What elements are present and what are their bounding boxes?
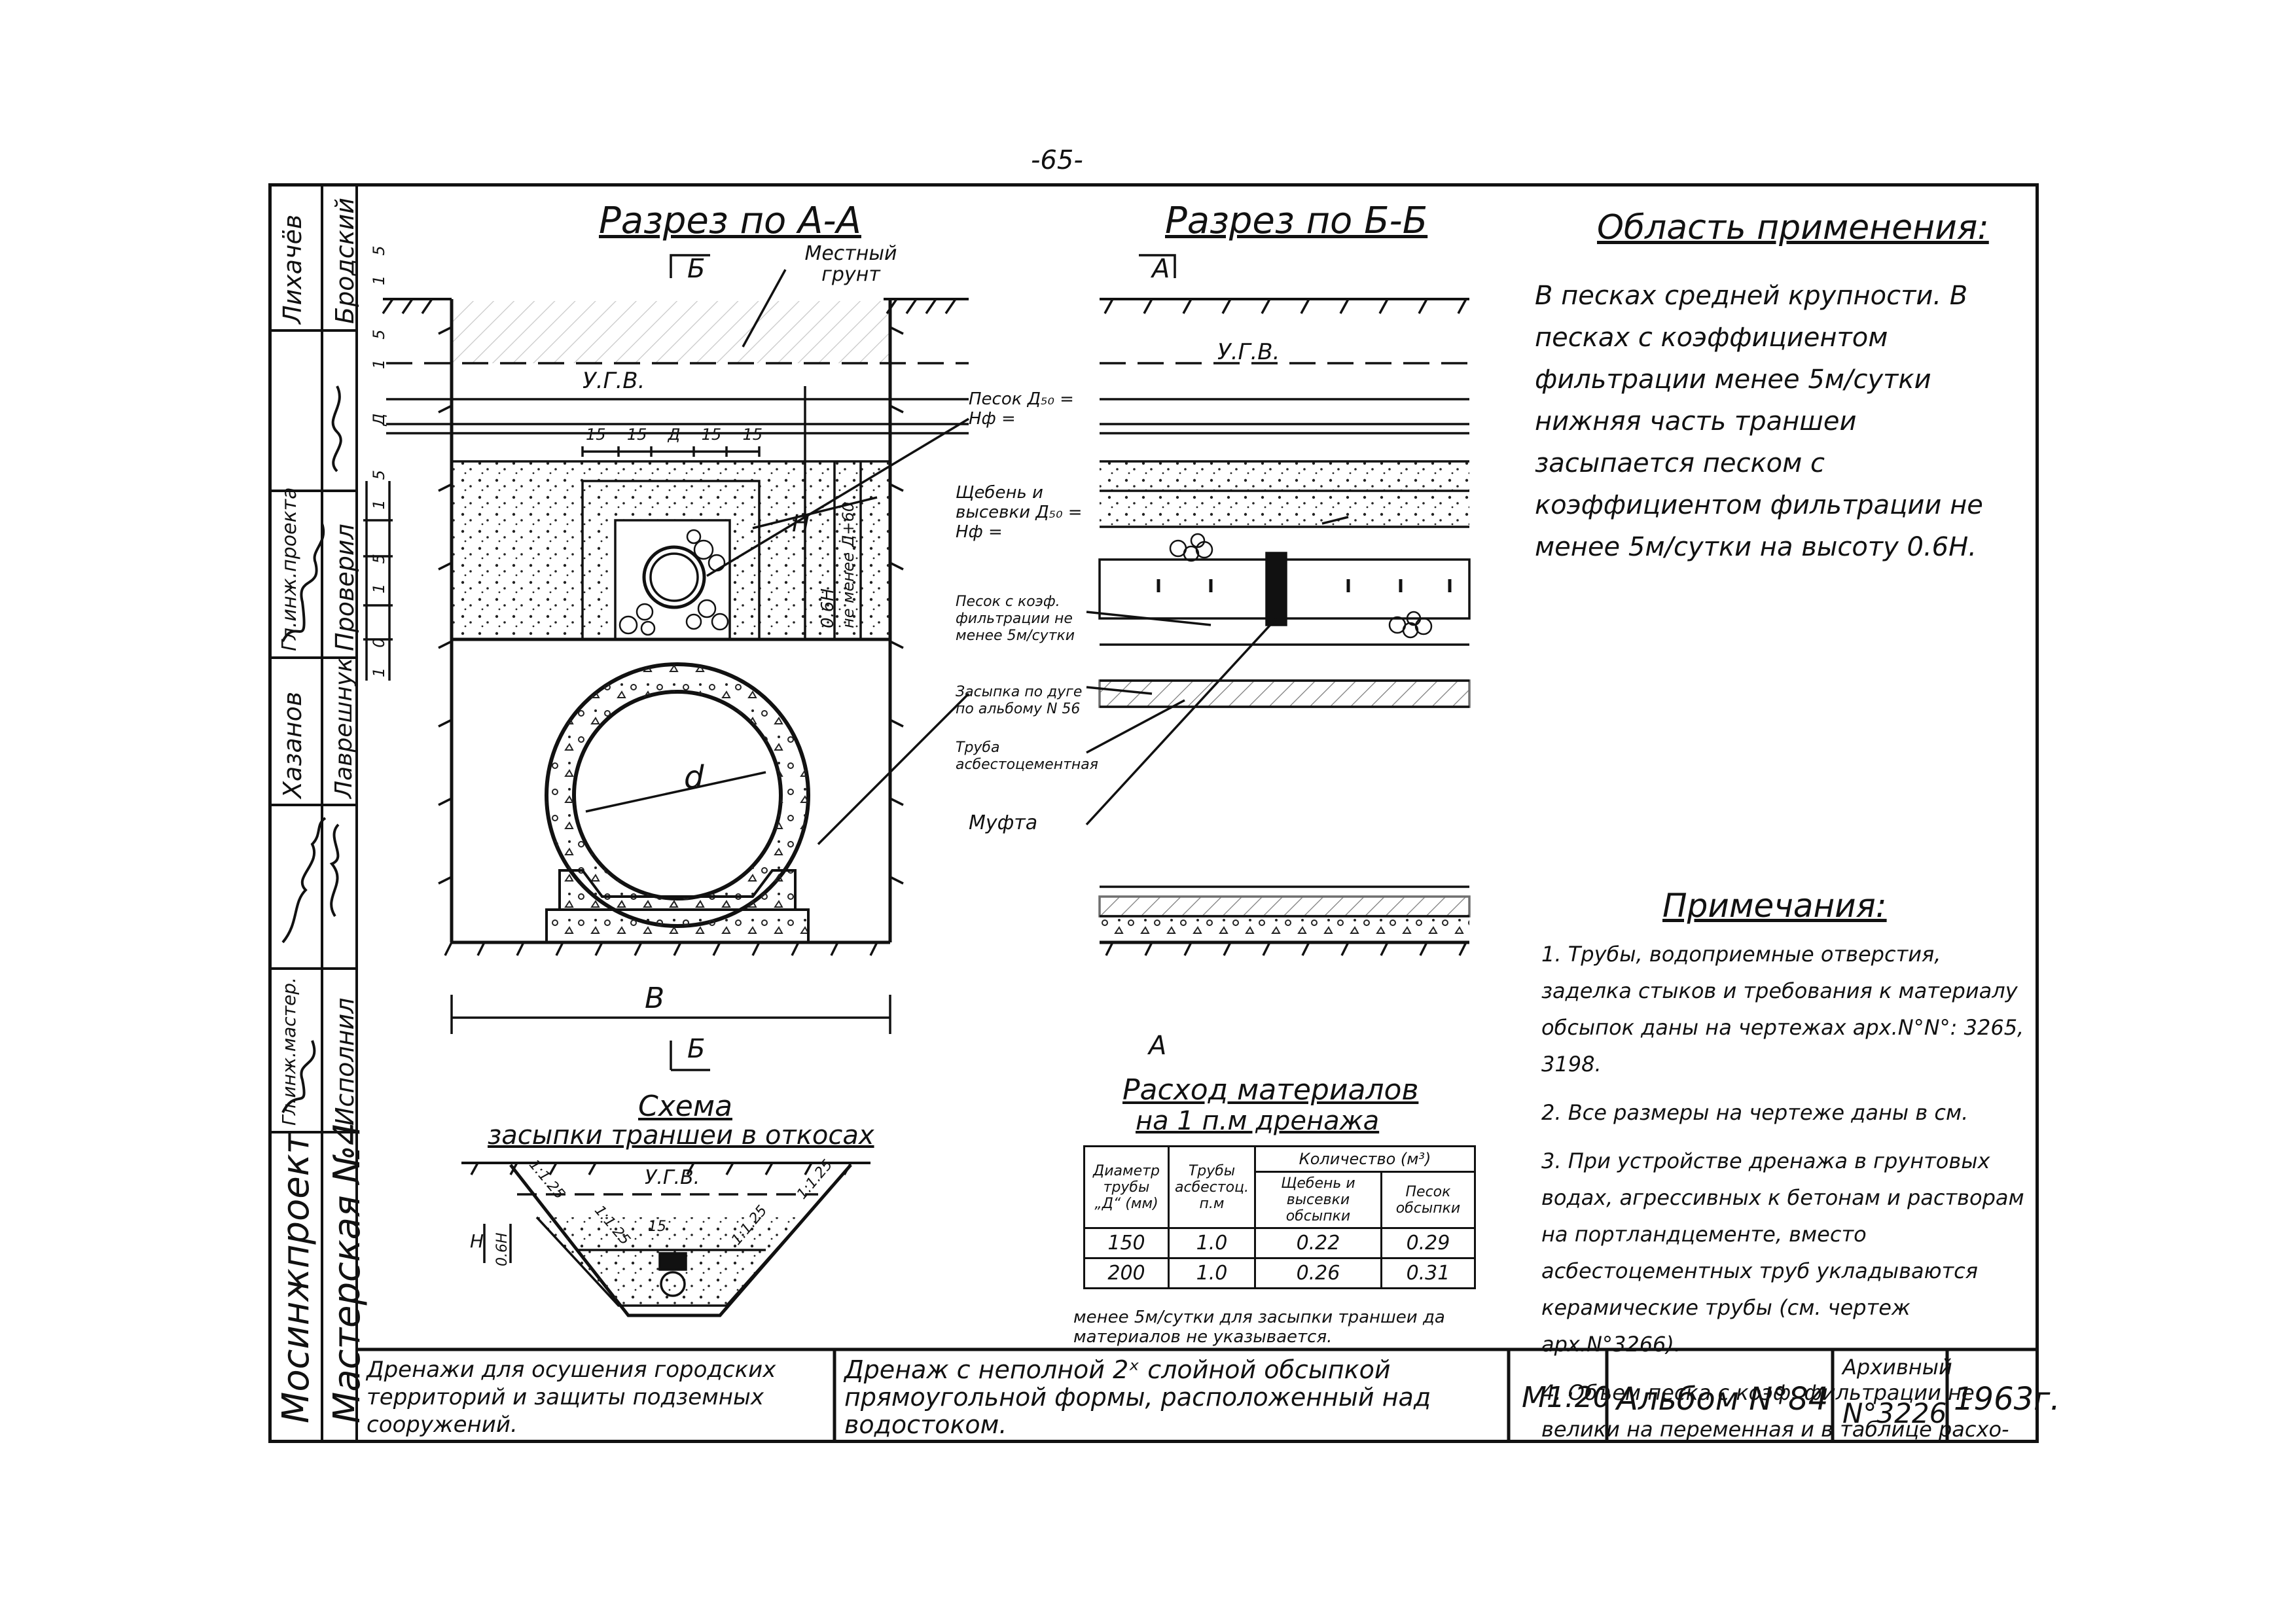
table-row: 200 1.0 0.26 0.31 [1083,1257,1477,1289]
callout-coupling: Муфта [969,812,1038,834]
title-block-archive-label: Архивный [1842,1355,1952,1380]
pipe-d-label: d [684,759,704,796]
application-text: В песках средней крупности. В песках с к… [1535,281,1983,562]
th-sand: Песок обсыпки [1380,1171,1477,1229]
th-gravel: Щебень и высевки обсыпки [1254,1171,1382,1229]
section-aa-cut-mark-bottom: Б [687,1034,706,1064]
callout-gravel: Щебень и высевки Д₅₀ = Hф = [956,483,1083,542]
title-block-year: 1963г. [1954,1381,2060,1418]
note-2: 2. Все размеры на чертеже даны в см. [1541,1100,1969,1125]
dim-side-4: 15 [370,450,388,510]
dim-top-2: 15 [626,425,647,444]
callout-pipe: Труба асбестоцементная [956,740,1098,773]
cell-pipe: 1.0 [1167,1227,1257,1259]
stamp-name-3b: Лаврешнук [331,658,357,798]
stamp-name-2b: Проверил [331,524,359,651]
note-1: 1. Трубы, водоприемные отверстия, заделк… [1541,942,2024,1077]
section-aa-gw-level: У.Г.В. [583,368,645,394]
title-block-scale: М1:20 [1522,1381,1611,1414]
cell-sand: 0.31 [1380,1257,1477,1289]
section-aa-h-right: не менее Д+60 [839,501,857,628]
dim-side-6: 10 [370,618,388,677]
cell-gravel: 0.26 [1254,1257,1382,1289]
section-bb-title: Разрез по Б-Б [1165,200,1428,242]
section-aa-drawing [363,254,970,1071]
title-block-lines [357,1347,2039,1443]
materials-cut-mark: А [1149,1031,1167,1061]
section-aa-title: Разрез по А-А [599,200,861,242]
th-diameter: Диаметр трубы „Д“ (мм) [1083,1145,1170,1229]
stamp-workshop: Мастерская №4 [326,1122,368,1423]
table-row: 150 1.0 0.22 0.29 [1083,1227,1477,1259]
dim-side-5: 15 [370,534,388,594]
cell-gravel: 0.22 [1254,1227,1382,1259]
callout-backfill: Засыпка по дуге по альбому N 56 [956,684,1083,717]
title-block-series: Дренажи для осушения городских территори… [367,1357,776,1438]
dim-side-2: 15 [370,310,388,370]
th-pipes: Трубы асбестоц. п.м [1167,1145,1257,1229]
materials-footnote: менее 5м/сутки для засыпки траншеи да ма… [1073,1308,1445,1347]
scheme-gw-level: У.Г.В. [645,1166,700,1189]
application-title: Область применения: [1597,208,1989,247]
materials-table: Диаметр трубы „Д“ (мм) Трубы асбестоц. п… [1083,1145,1477,1289]
section-bb-cut-mark: А [1152,254,1170,284]
drawing-frame [268,183,2039,1443]
materials-title-2: на 1 п.м дренажа [1136,1106,1380,1136]
dims-side: 10 15 15 Д 15 15 [370,226,388,677]
title-block-drawing-name: Дренаж с неполной 2ˣ слойной обсыпкой пр… [844,1355,1431,1439]
title-block-archive-no: N°3226 [1842,1397,1947,1429]
cell-d: 200 [1083,1257,1170,1289]
stamp-name-3: Хазанов [278,691,307,798]
width-b-label: B [645,982,665,1015]
page-number: -65- [1031,145,1083,175]
dim-top-1: 15 [586,425,606,444]
scheme-dim-15: 15 [648,1219,666,1235]
scheme-title-1: Схема [638,1090,732,1123]
notes-list: 1. Трубы, водоприемные отверстия, заделк… [1541,936,2029,1459]
section-bb-gw-level: У.Г.В. [1217,339,1280,365]
left-stamp-lines [268,183,358,1443]
stamp-role-2: Гл.инж.проекта [278,487,301,651]
section-aa-cut-mark-top: Б [687,254,706,284]
dim-side-3: Д [370,393,388,426]
section-aa-0.6h: 0.6H [818,588,838,628]
section-bb-drawing [1085,254,1471,956]
scheme-h: H [470,1230,484,1252]
section-aa-h-label: H [792,510,810,537]
notes-title: Примечания: [1662,887,1887,925]
stamp-name-4b: Исполнил [331,997,359,1126]
cell-pipe: 1.0 [1167,1257,1257,1289]
stamp-name-1: Лихачёв [278,214,307,324]
table-header-row: Диаметр трубы „Д“ (мм) Трубы асбестоц. п… [1083,1145,1476,1229]
note-4: 4. Объем песка с коэф. фильтрации не вел… [1541,1380,2009,1442]
signature-scribbles [281,385,342,1113]
callout-sand: Песок Д₅₀ = Hф = [969,389,1074,429]
cell-sand: 0.29 [1380,1227,1477,1259]
dim-top-5: 15 [742,425,762,444]
scheme-drawing [461,1162,870,1317]
callout-sand-filter: Песок с коэф. фильтрации не менее 5м/сут… [956,594,1075,644]
cell-d: 150 [1083,1227,1170,1259]
scheme-06h: 0.6H [494,1232,511,1266]
stamp-role-4: Гл.инж.мастер. [278,977,300,1126]
note-3: 3. При устройстве дренажа в грунтовых во… [1541,1149,2024,1357]
dim-side-1: 15 [370,226,388,285]
dim-top-3: Д [668,425,681,444]
dims-top: 15 15 Д 15 15 [586,425,762,444]
local-soil-label: Местный грунт [804,242,897,286]
stamp-org: Мосинжпроект [275,1132,317,1423]
stamp-name-1b: Бродский [331,198,359,324]
table-subheader-row: Щебень и высевки обсыпки Песок обсыпки [1085,1171,1477,1229]
scheme-title-2: засыпки траншеи в откосах [488,1120,874,1150]
title-block-album: Альбом N°84 [1617,1381,1829,1418]
th-quantity: Количество (м³) [1254,1145,1476,1173]
materials-title-1: Расход материалов [1122,1073,1419,1107]
dim-top-4: 15 [701,425,722,444]
